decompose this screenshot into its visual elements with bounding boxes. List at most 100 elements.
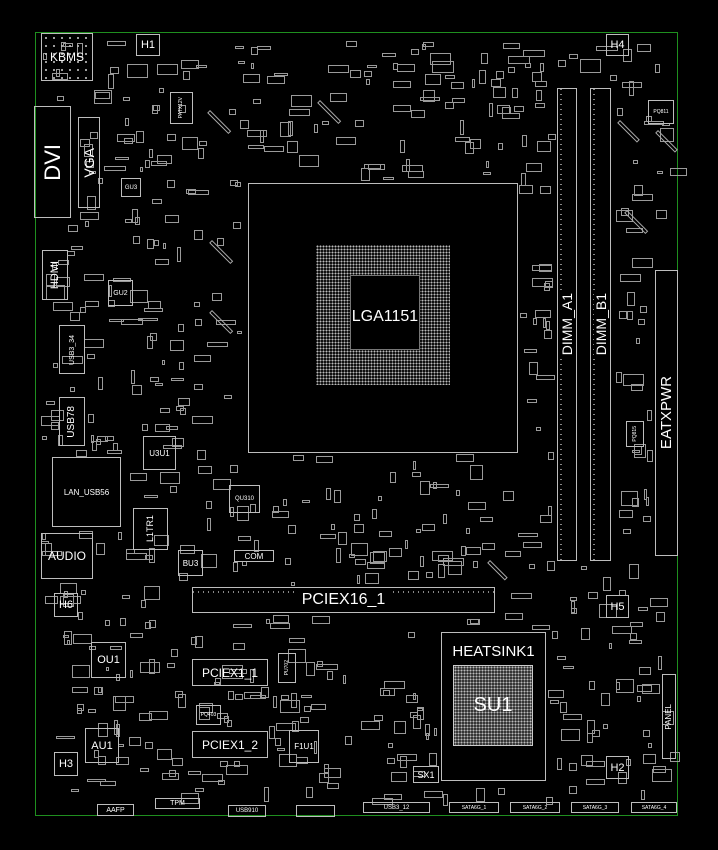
usb3-34-connector[interactable]: USB3_34 <box>59 325 85 374</box>
smd-pad <box>383 680 406 690</box>
smd-pad <box>45 596 58 604</box>
transformer-l1tr1[interactable]: L1TR1 <box>133 508 168 550</box>
hdmi-connector[interactable]: HDMI <box>42 250 68 300</box>
smd-pad <box>323 768 342 779</box>
vga-connector[interactable]: VGA <box>78 117 100 208</box>
chip-u3u1[interactable]: U3U1 <box>143 436 176 470</box>
sata6g-2-connector[interactable]: SATA6G_2 <box>510 802 560 813</box>
pciex1-1-slot[interactable]: PCIEX1_1 <box>192 659 268 686</box>
usb910-header[interactable]: USB910 <box>228 805 266 817</box>
smd-pad <box>532 278 553 287</box>
label: HDMI <box>48 260 61 290</box>
sata6g-3-connector[interactable]: SATA6G_3 <box>571 802 619 813</box>
cpu-socket-label: LGA1151 <box>330 306 440 328</box>
lan-usb56-connector[interactable]: LAN_USB56 <box>52 457 121 527</box>
smd-pad <box>103 166 126 171</box>
usb78-connector[interactable]: USB78 <box>59 397 85 446</box>
mount-hole-h5[interactable]: H5 <box>606 595 629 618</box>
pch-chip-su1[interactable] <box>453 665 533 746</box>
smd-pad <box>629 633 638 640</box>
smd-pad <box>201 774 224 782</box>
com-header[interactable]: COM <box>234 550 274 562</box>
smd-pad <box>560 701 567 714</box>
chip-gu2[interactable]: GU2 <box>108 280 133 306</box>
smd-pad <box>88 646 97 650</box>
chip-sx1[interactable]: SX1 <box>413 766 439 783</box>
mount-hole-h3[interactable]: H3 <box>54 752 78 776</box>
unlabeled-header[interactable] <box>296 805 335 817</box>
smd-pad <box>86 161 95 169</box>
mosfet-pq403[interactable]: PQ403 <box>196 705 221 725</box>
smd-pad <box>251 63 255 70</box>
mosfet-pq811[interactable]: PQ811 <box>648 100 674 124</box>
usb3-12-header[interactable]: USB3_12 <box>363 802 430 813</box>
smd-pad <box>507 55 530 64</box>
smd-pad <box>206 518 211 531</box>
mount-hole-h2[interactable]: H2 <box>606 756 629 779</box>
mount-hole-h4[interactable]: H4 <box>606 34 629 56</box>
smd-pad <box>648 743 652 748</box>
smd-pad <box>412 693 416 700</box>
sata6g-1-connector[interactable]: SATA6G_1 <box>449 802 499 813</box>
chip-pu702[interactable]: PU702 <box>278 653 296 683</box>
smd-pad <box>106 450 123 454</box>
smd-pad <box>154 424 171 433</box>
smd-pad <box>274 737 282 747</box>
smd-pad <box>384 793 403 800</box>
mosfet-pq815[interactable]: PQ815 <box>626 421 644 447</box>
smd-pad <box>121 318 144 325</box>
chip-au1[interactable]: AU1 <box>85 728 119 763</box>
dimm-slot-b1[interactable]: DIMM_B1 <box>590 88 611 561</box>
chip-bu3[interactable]: BU3 <box>178 550 203 576</box>
chip-qu310[interactable]: QU310 <box>229 485 260 513</box>
smd-pad <box>619 311 627 319</box>
eatxpwr-connector[interactable]: EATXPWR <box>655 270 678 556</box>
panel-header[interactable]: PANEL <box>662 674 676 759</box>
cpu-socket-lga1151[interactable] <box>248 183 518 453</box>
smd-pad <box>632 194 654 202</box>
smd-pad <box>491 79 502 87</box>
smd-pad <box>124 137 134 145</box>
chip-gu3[interactable]: GU3 <box>121 178 141 197</box>
aafp-header[interactable]: AAFP <box>97 804 134 816</box>
audio-connector[interactable]: AUDIO <box>41 533 93 579</box>
smd-pad <box>115 696 135 703</box>
smd-pad <box>272 695 278 708</box>
smd-pad <box>350 70 362 78</box>
patx12v-connector[interactable]: PATX12V <box>170 92 193 124</box>
chip-ou1[interactable]: OU1 <box>91 642 126 678</box>
smd-pad <box>40 416 60 426</box>
smd-pad <box>464 141 474 155</box>
smd-pad <box>409 712 419 719</box>
sata6g-4-connector[interactable]: SATA6G_4 <box>631 802 677 813</box>
dimm-slot-a1[interactable]: DIMM_A1 <box>557 88 577 561</box>
tpm-header[interactable]: TPM <box>155 798 200 809</box>
smd-pad <box>388 742 393 749</box>
pciex1-2-slot[interactable]: PCIEX1_2 <box>192 731 268 758</box>
smd-pad <box>164 215 180 224</box>
smd-pad <box>366 562 386 570</box>
smd-pad <box>371 509 377 519</box>
smd-pad <box>194 384 204 390</box>
label: PQ403 <box>200 712 217 718</box>
smd-pad <box>366 64 377 69</box>
smd-pad <box>144 308 164 312</box>
smd-pad <box>181 60 200 70</box>
smd-pad <box>669 752 680 762</box>
smd-pad <box>236 330 243 334</box>
chip-f1u1[interactable]: F1U1 <box>289 730 319 763</box>
mount-hole-h1[interactable]: H1 <box>136 34 160 56</box>
smd-pad <box>87 196 96 211</box>
smd-pad <box>148 711 169 720</box>
smd-pad <box>153 534 169 546</box>
dvi-connector[interactable]: DVI <box>34 106 71 218</box>
smd-pad <box>71 686 88 694</box>
smd-pad <box>305 786 313 798</box>
mount-hole-h6[interactable]: H6 <box>54 593 78 617</box>
kbms-connector[interactable]: KBMS <box>41 33 93 81</box>
heatsink1-outline[interactable] <box>441 632 546 781</box>
smd-pad <box>94 92 110 99</box>
pciex16-1-slot[interactable]: PCIEX16_1 <box>192 587 495 613</box>
smd-pad <box>647 449 653 463</box>
